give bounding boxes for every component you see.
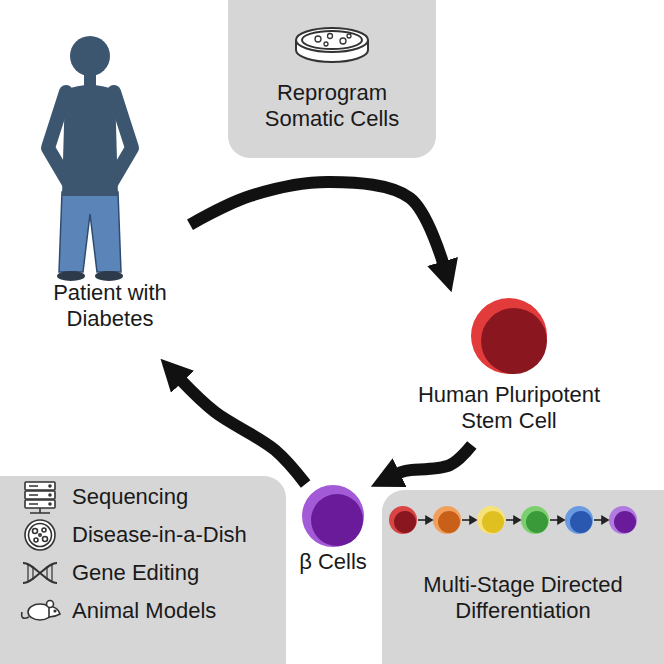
text-slot: Disease-in-a-Dish <box>72 522 277 548</box>
process-box: Reprogram Somatic Cells <box>228 0 436 158</box>
node-label: β Cells <box>290 549 376 575</box>
node-label: Patient with Diabetes <box>40 280 180 332</box>
text-slot: Reprogram Somatic Cells <box>242 80 422 132</box>
text-slot: Human Pluripotent Stem Cell <box>409 382 609 434</box>
cycle-arrow <box>181 380 306 484</box>
method-label: Animal Models <box>72 598 277 624</box>
text-slot: Multi-Stage Directed Differentiation <box>413 572 633 624</box>
cell-node: β Cells <box>290 484 382 581</box>
text-slot: β Cells <box>290 549 376 575</box>
node-label: Reprogram Somatic Cells <box>242 80 422 132</box>
methods-box: SequencingDisease-in-a-DishGene EditingA… <box>0 476 286 664</box>
stage-cells <box>389 506 637 534</box>
mouse-icon <box>22 601 60 621</box>
method-label: Disease-in-a-Dish <box>72 522 277 548</box>
dish-icon <box>25 520 55 550</box>
node-label: Human Pluripotent Stem Cell <box>409 382 609 434</box>
text-slot: Animal Models <box>72 598 277 624</box>
process-box: Multi-Stage Directed Differentiation <box>382 490 664 664</box>
text-slot: Gene Editing <box>72 560 277 586</box>
stage-arrows <box>418 517 608 524</box>
method-label: Sequencing <box>72 484 277 510</box>
text-slot: Sequencing <box>72 484 277 510</box>
node-label: Multi-Stage Directed Differentiation <box>413 572 633 624</box>
cell-node: Human Pluripotent Stem Cell <box>409 290 615 445</box>
patient-node: Patient with Diabetes <box>30 30 190 360</box>
cycle-arrow <box>190 182 443 264</box>
cycle-arrow <box>397 445 472 474</box>
server-icon <box>25 482 55 513</box>
dna-icon <box>23 563 57 583</box>
text-slot: Patient with Diabetes <box>40 280 180 332</box>
method-label: Gene Editing <box>72 560 277 586</box>
